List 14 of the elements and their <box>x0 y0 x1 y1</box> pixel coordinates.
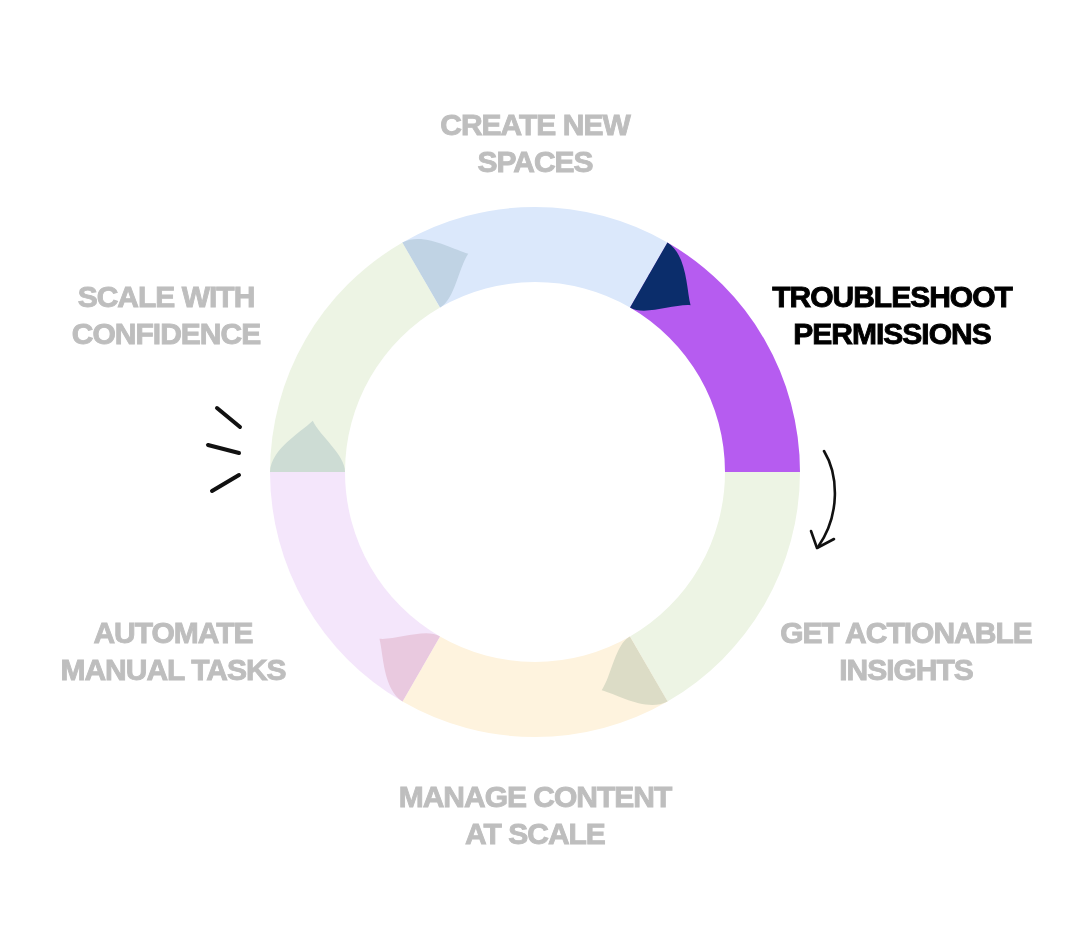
arrowhead <box>270 420 345 473</box>
segment-label: CREATE NEW SPACES <box>439 107 631 180</box>
segment-label: TROUBLESHOOT PERMISSIONS <box>771 279 1013 352</box>
segment-label: MANAGE CONTENT AT SCALE <box>397 779 673 852</box>
arrowhead <box>601 636 668 705</box>
arrowhead <box>402 239 469 308</box>
arrowhead <box>630 242 691 311</box>
segment-label: AUTOMATE MANUAL TASKS <box>59 615 287 688</box>
ring-segment <box>270 242 440 472</box>
ring-segment <box>402 636 668 737</box>
segment-label: SCALE WITH CONFIDENCE <box>70 279 262 352</box>
ring-segment <box>402 207 668 308</box>
segment-label: GET ACTIONABLE INSIGHTS <box>779 615 1033 688</box>
arrowhead <box>379 633 440 702</box>
